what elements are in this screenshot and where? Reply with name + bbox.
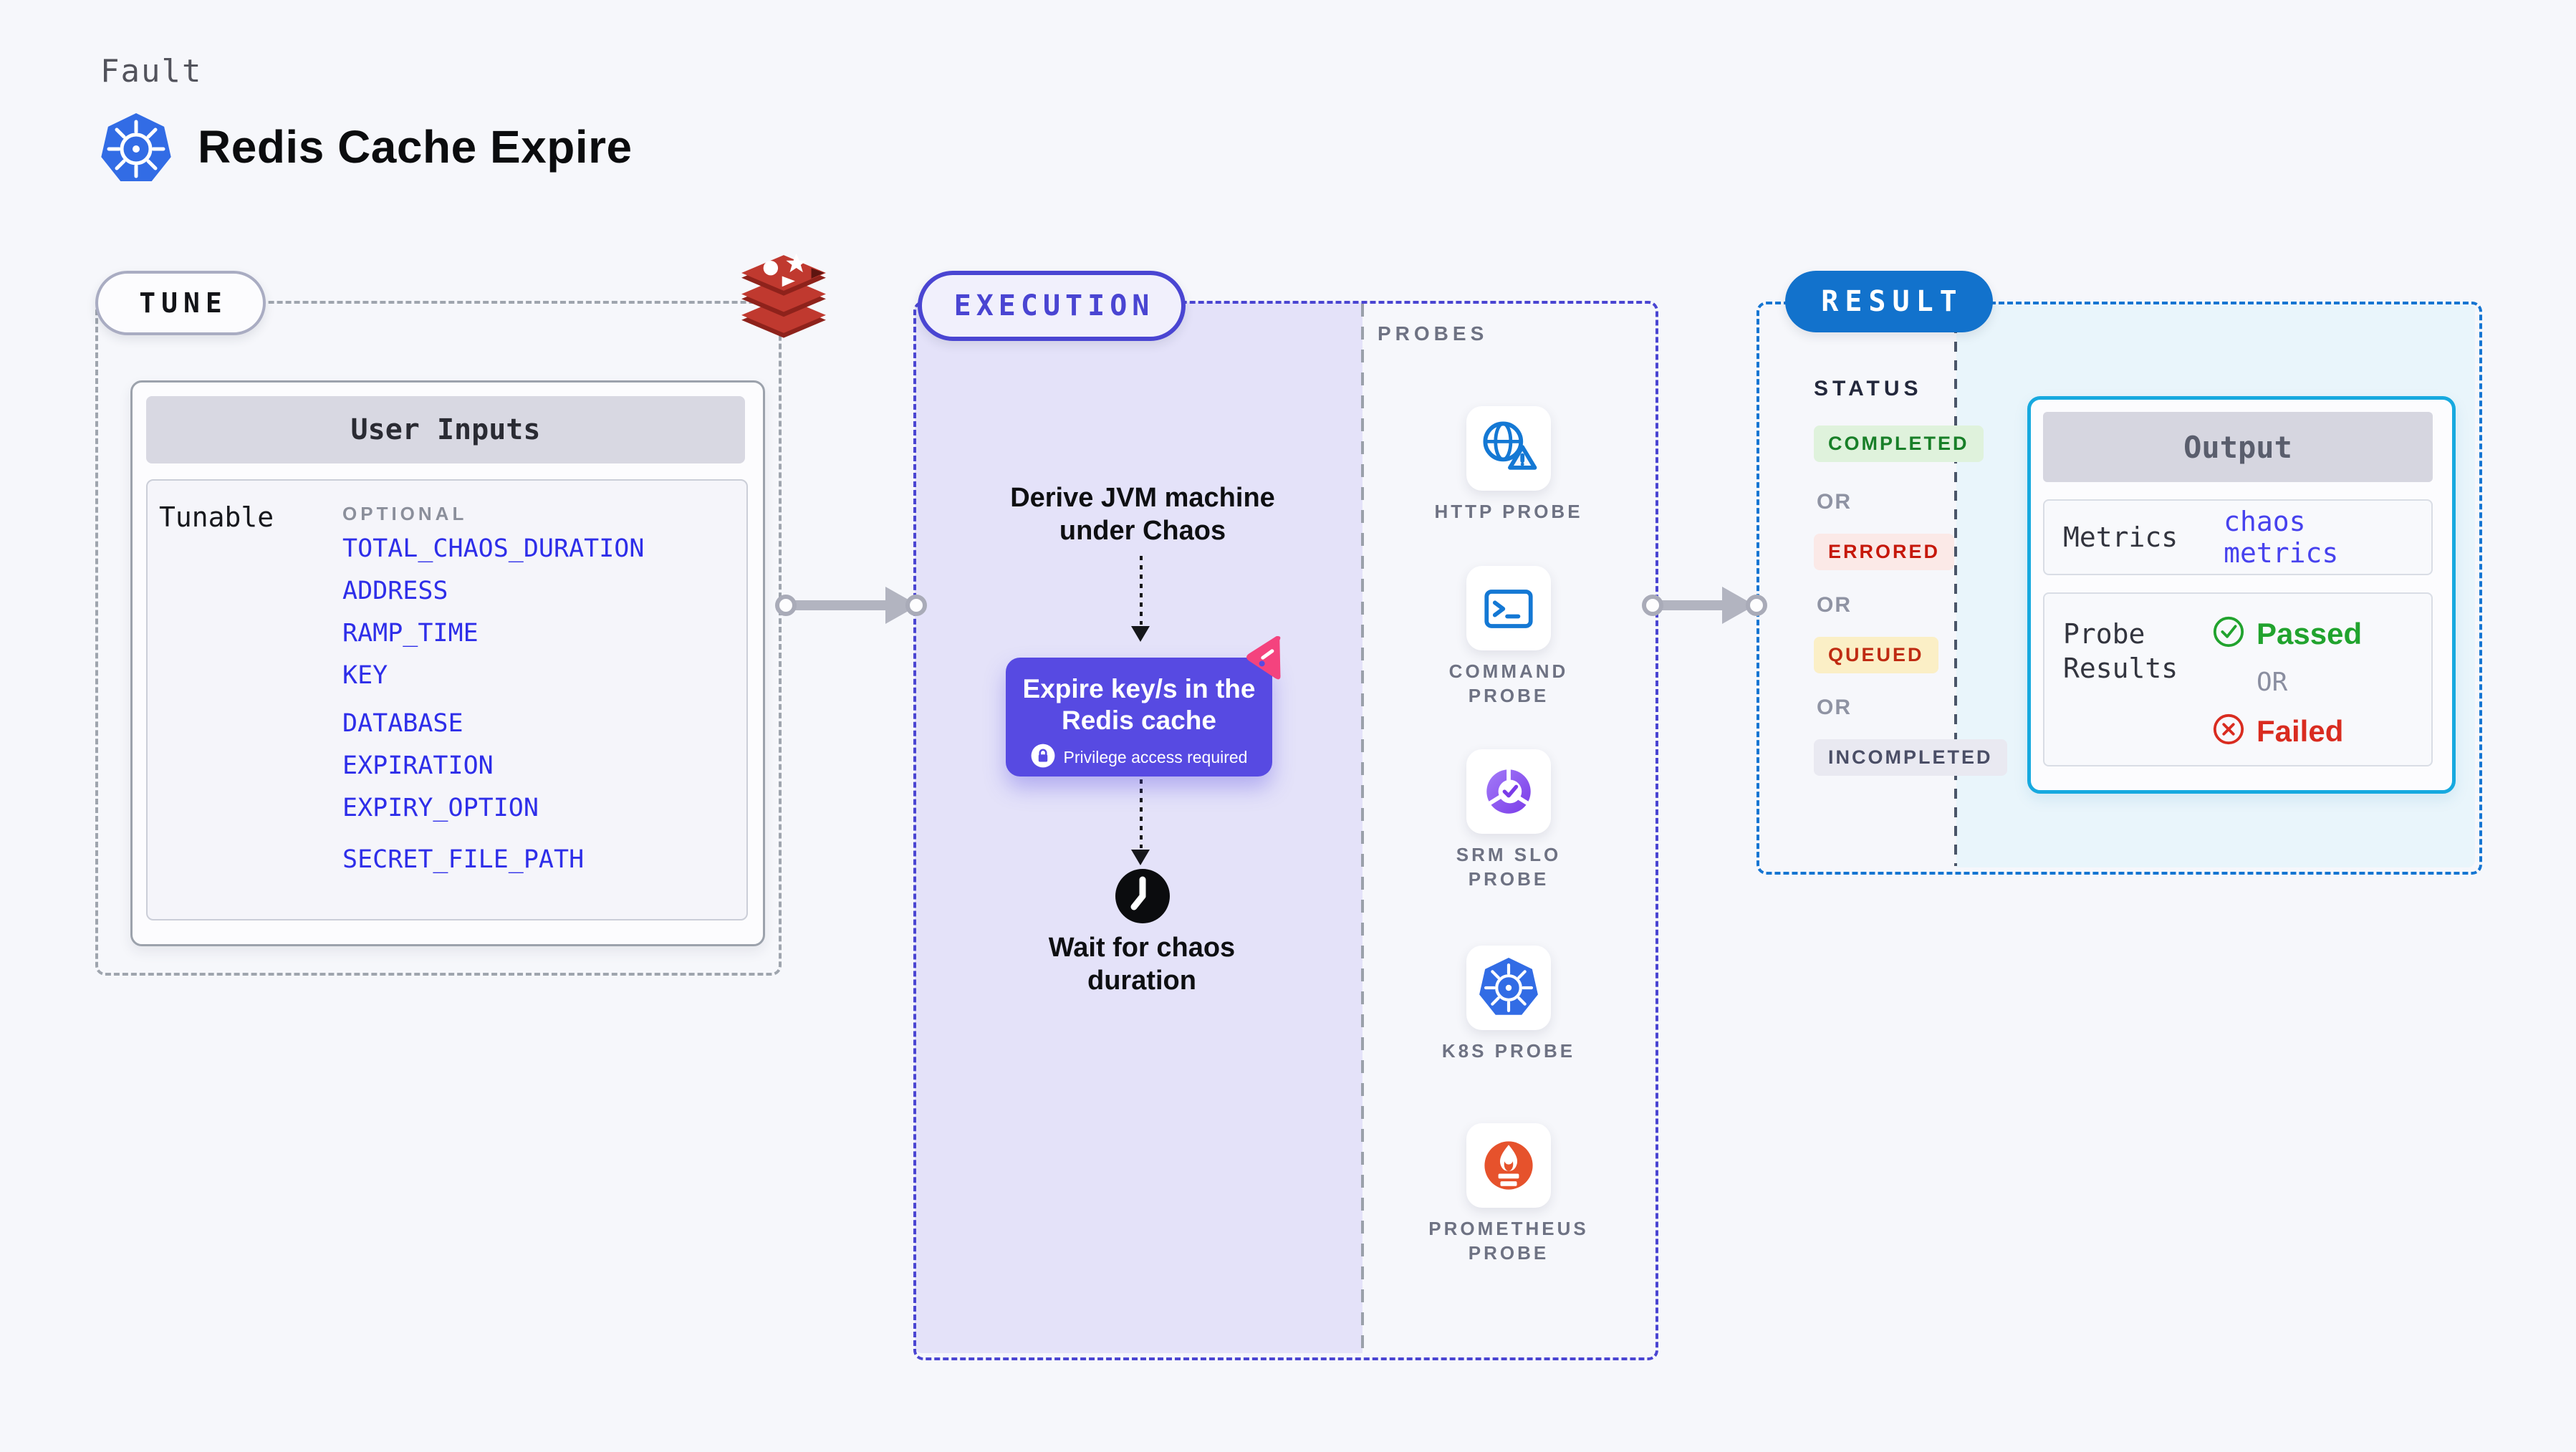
result-badge-label: RESULT bbox=[1821, 285, 1964, 318]
passed-check-icon bbox=[2212, 615, 2245, 652]
tunable-label: Tunable bbox=[159, 501, 274, 533]
output-header: Output bbox=[2043, 412, 2433, 482]
env-var-list: TOTAL_CHAOS_DURATION ADDRESS RAMP_TIME K… bbox=[342, 536, 644, 889]
probes-column-label: PROBES bbox=[1378, 322, 1489, 345]
tune-to-execution-arrow bbox=[793, 600, 886, 610]
execution-step2-card: Expire key/s in the Redis cache Privileg… bbox=[1006, 658, 1272, 777]
status-or-3: OR bbox=[1817, 696, 1852, 719]
execution-flow-arrowhead-2 bbox=[1131, 850, 1150, 865]
user-inputs-header: User Inputs bbox=[146, 396, 745, 463]
page-title: Redis Cache Expire bbox=[198, 121, 633, 173]
execution-flow-connector-2 bbox=[1140, 779, 1143, 848]
env-var-key[interactable]: KEY bbox=[342, 661, 388, 690]
execution-fill-area bbox=[915, 302, 1363, 1353]
clock-icon bbox=[1115, 868, 1171, 924]
env-var-database[interactable]: DATABASE bbox=[342, 709, 463, 738]
execution-section-box bbox=[913, 301, 1658, 1360]
execution-connector-dot bbox=[905, 595, 927, 616]
status-badge-completed: COMPLETED bbox=[1814, 425, 1984, 462]
failed-line: Failed bbox=[2212, 713, 2362, 749]
metrics-label: Metrics bbox=[2063, 521, 2178, 553]
probe-results-label: Probe Results bbox=[2063, 618, 2178, 684]
k8s-probe-icon bbox=[1466, 946, 1551, 1030]
srm-slo-probe-label: SRM SLO PROBE bbox=[1456, 844, 1562, 890]
status-badge-errored: ERRORED bbox=[1814, 534, 1955, 570]
status-or-2: OR bbox=[1817, 593, 1852, 617]
env-var-expiration[interactable]: EXPIRATION bbox=[342, 751, 494, 780]
execution-flow-connector-1 bbox=[1140, 556, 1143, 625]
failed-text: Failed bbox=[2257, 713, 2344, 748]
env-var-expiry-option[interactable]: EXPIRY_OPTION bbox=[342, 794, 539, 822]
metrics-row: Metrics chaos metrics bbox=[2043, 499, 2433, 575]
chaos-litmus-icon bbox=[1239, 634, 1289, 684]
result-badge: RESULT bbox=[1785, 271, 1993, 332]
prometheus-probe-label: PROMETHEUS PROBE bbox=[1428, 1218, 1589, 1264]
passed-text: Passed bbox=[2257, 616, 2363, 650]
lock-icon bbox=[1031, 744, 1055, 771]
probe-results-row: Probe Results Passed OR bbox=[2043, 592, 2433, 766]
env-var-secret-file-path[interactable]: SECRET_FILE_PATH bbox=[342, 845, 585, 874]
command-probe-icon bbox=[1466, 566, 1551, 650]
execution-step2-title: Expire key/s in the Redis cache bbox=[1022, 674, 1256, 735]
k8s-probe-label: K8S PROBE bbox=[1441, 1040, 1576, 1062]
redis-icon bbox=[735, 251, 832, 344]
probes-separator bbox=[1361, 304, 1364, 1352]
chaos-metrics-link[interactable]: chaos metrics bbox=[2224, 506, 2339, 569]
privilege-note-text: Privilege access required bbox=[1063, 748, 1248, 766]
tune-badge-label: TUNE bbox=[139, 287, 228, 319]
passed-line: Passed bbox=[2212, 615, 2362, 652]
tune-section-box bbox=[95, 301, 782, 976]
tune-badge: TUNE bbox=[95, 271, 266, 335]
status-badge-queued: QUEUED bbox=[1814, 637, 1938, 673]
srm-slo-probe-icon bbox=[1466, 749, 1551, 834]
execution-badge: EXECUTION bbox=[918, 271, 1186, 341]
prometheus-probe-icon bbox=[1466, 1123, 1551, 1208]
privilege-note-row: Privilege access required bbox=[1031, 744, 1248, 771]
result-section-box bbox=[1756, 302, 2482, 875]
optional-group-label: OPTIONAL bbox=[342, 503, 468, 524]
http-probe-label: HTTP PROBE bbox=[1434, 501, 1583, 522]
user-inputs-body bbox=[146, 479, 748, 920]
fault-eyebrow: Fault bbox=[100, 53, 203, 90]
status-badge-incompleted: INCOMPLETED bbox=[1814, 739, 2007, 776]
execution-to-result-arrow bbox=[1660, 600, 1723, 610]
env-var-ramp-time[interactable]: RAMP_TIME bbox=[342, 619, 479, 648]
result-connector-dot bbox=[1746, 595, 1767, 616]
execution-badge-label: EXECUTION bbox=[953, 289, 1155, 322]
kubernetes-icon bbox=[100, 113, 172, 185]
failed-x-icon bbox=[2212, 713, 2245, 749]
http-probe-icon bbox=[1466, 406, 1551, 491]
env-var-address[interactable]: ADDRESS bbox=[342, 577, 448, 605]
execution-step1-text: Derive JVM machine under Chaos bbox=[1010, 483, 1275, 546]
tune-connector-dot bbox=[775, 595, 797, 616]
status-separator bbox=[1954, 304, 1957, 866]
execution-flow-arrowhead-1 bbox=[1131, 626, 1150, 642]
status-column-label: STATUS bbox=[1814, 377, 1923, 400]
command-probe-label: COMMAND PROBE bbox=[1448, 660, 1569, 706]
status-or-1: OR bbox=[1817, 490, 1852, 514]
probes-connector-dot bbox=[1642, 595, 1663, 616]
execution-step3-text: Wait for chaos duration bbox=[1048, 933, 1236, 996]
env-var-total-chaos-duration[interactable]: TOTAL_CHAOS_DURATION bbox=[342, 534, 645, 563]
output-or: OR bbox=[2257, 668, 2288, 697]
